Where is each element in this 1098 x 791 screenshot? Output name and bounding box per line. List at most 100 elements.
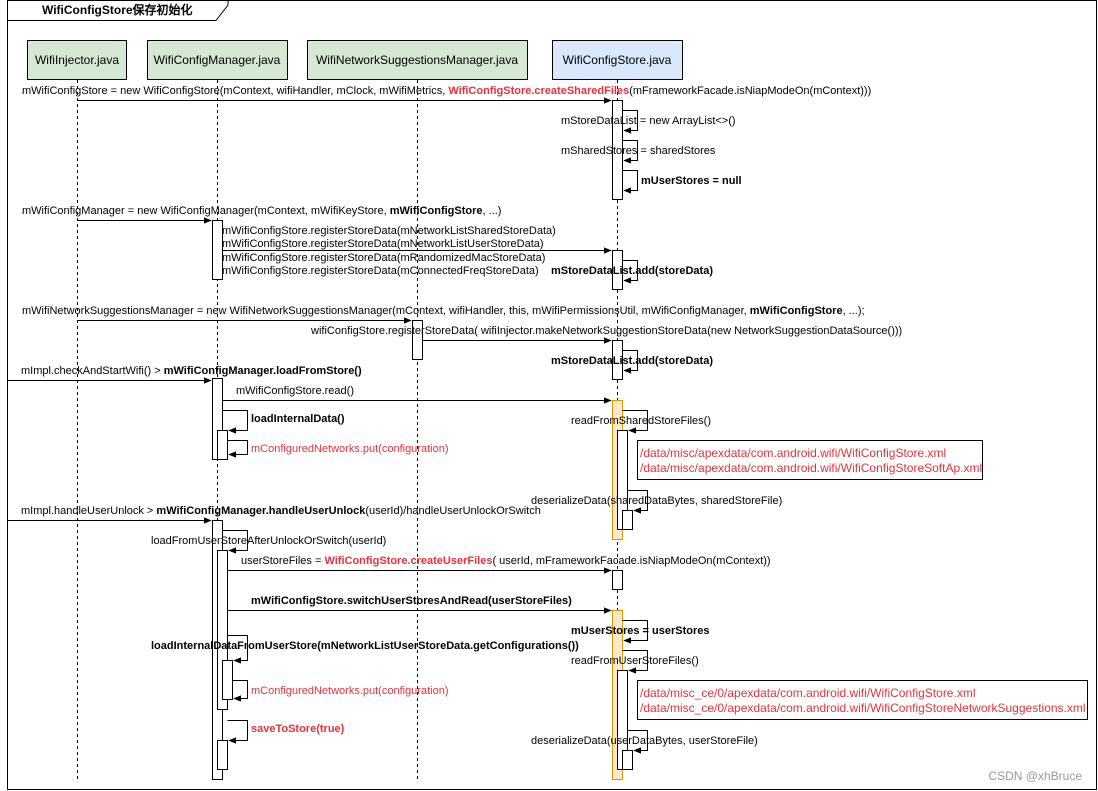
msg-part: mStoreDataList.add(storeData) [551,265,713,277]
msg-part: mUserStores = null [641,175,742,187]
msg-part: WifiConfigStore.createSharedFiles [448,85,629,97]
msg-read-shared: readFromSharedStoreFiles() [571,415,711,427]
lane-label-wifiinjector: WifiInjector.java [35,53,119,67]
lane-header-wificonfigstore [552,40,683,80]
activation-store-init [612,100,623,200]
msg-load-from-store: mImpl.checkAndStartWifi() > mWifiConfigM… [21,365,362,377]
lane-header-wificonfigmanager [147,40,288,80]
msg-store-add-1: mStoreDataList.add(storeData) [551,265,713,277]
note-shared-path-1: /data/misc/apexdata/com.android.wifi/Wif… [640,446,946,460]
arrow-m14 [622,410,648,434]
msg-user-stores-null: mUserStores = null [641,175,742,187]
arrow-m7 [622,260,638,284]
msg-part: mStoreDataList = new ArrayList<>() [561,115,736,127]
msg-part: mWifiConfigStore.registerStoreData(mConn… [222,265,539,277]
msg-part: mWifiNetworkSuggestionsManager = new Wif… [22,305,750,317]
msg-part: , ...); [843,305,865,317]
arrow-m21 [622,620,648,644]
msg-part: (mFrameworkFacade.isNiapModeOn(mContext)… [629,85,871,97]
frame-title-tab [7,0,229,21]
msg-part: mUserStores = userStores [571,625,709,637]
arrow-m24 [232,680,248,702]
arrow-m18 [222,530,248,554]
activation-store-deserialize [622,510,633,530]
msg-store-datalist: mStoreDataList = new ArrayList<>() [561,115,736,127]
msg-deserialize-shared: deserializeData(sharedDataBytes, sharedS… [531,495,782,507]
msg-register-freq: mWifiConfigStore.registerStoreData(mConn… [222,265,539,277]
msg-create-suggestions: mWifiNetworkSuggestionsManager = new Wif… [22,305,865,317]
msg-part: mWifiConfigStore.registerStoreData(mNetw… [222,238,544,250]
activation-manager-save [217,740,228,770]
msg-part: mImpl.handleUserUnlock > [21,505,156,517]
activation-store-register [612,250,623,290]
activation-manager-loaduser [217,550,228,710]
msg-part: mWifiConfigStore [750,305,843,317]
msg-part: mWifiConfigStore [390,205,483,217]
arrow-m22 [227,635,248,664]
arrow-m10 [622,350,638,374]
msg-part: , ...) [483,205,502,217]
msg-part: readFromSharedStoreFiles() [571,415,711,427]
msg-load-internal: loadInternalData() [251,413,345,425]
msg-part: mWifiConfigStore = new WifiConfigStore(m… [22,85,448,97]
activation-store-createuser [612,570,623,590]
activation-store-deserialize2 [622,750,633,770]
note-shared-path-2: /data/misc/apexdata/com.android.wifi/Wif… [640,461,982,475]
watermark: CSDN @xhBruce [988,769,1082,783]
arrow-m26 [627,730,648,754]
msg-part: mWifiConfigManager.loadFromStore() [164,365,362,377]
msg-part: WifiConfigStore.createUserFiles [324,555,492,567]
msg-store-add-2: mStoreDataList.add(storeData) [551,355,713,367]
msg-part: userStoreFiles = [241,555,324,567]
frame-title: WifiConfigStore保存初始化 [42,2,193,17]
lane-header-suggestionsmanager [307,40,528,80]
msg-part: mImpl.checkAndStartWifi() > [21,365,164,377]
msg-switch-read: mWifiConfigStore.switchUserStoresAndRead… [251,595,572,607]
diagram-frame [7,0,1097,790]
msg-part: mWifiConfigStore.registerStoreData(mNetw… [222,225,556,237]
msg-part: mWifiConfigStore.registerStoreData(mRand… [222,252,545,264]
msg-user-stores-assign: mUserStores = userStores [571,625,709,637]
msg-part: mConfiguredNetworks.put(configuration) [251,443,448,455]
lane-label-wificonfigstore: WifiConfigStore.java [563,53,672,67]
lane-label-suggestionsmanager: WifiNetworkSuggestionsManager.java [316,53,518,67]
msg-part: mWifiConfigManager = new WifiConfigManag… [22,205,390,217]
note-user-path-2: /data/misc_ce/0/apexdata/com.android.wif… [640,701,1086,715]
msg-part: mWifiConfigManager.handleUserUnlock [156,505,366,517]
msg-part: ( userId, mFrameworkFacade.isNiapModeOn(… [492,555,770,567]
msg-load-internal-user: loadInternalDataFromUserStore(mNetworkLi… [151,640,579,652]
msg-create-store: mWifiConfigStore = new WifiConfigStore(m… [22,85,871,97]
activation-manager-put [217,430,228,460]
msg-part: (userId)/handleUserUnlockOrSwitch [365,505,540,517]
arrow-m13 [222,410,248,434]
arrow-m15 [227,440,248,458]
arrow-m25 [227,720,248,744]
activation-manager-register [212,220,223,280]
msg-part: mSharedStores = sharedStores [561,145,716,157]
activation-manager-put2 [222,660,233,700]
msg-register-user: mWifiConfigStore.registerStoreData(mNetw… [222,238,544,250]
msg-load-after-unlock: loadFromUserStoreAfterUnlockOrSwitch(use… [151,535,386,547]
msg-configured-put-1: mConfiguredNetworks.put(configuration) [251,443,448,455]
msg-part: deserializeData(sharedDataBytes, sharedS… [531,495,782,507]
arrow-m2 [622,110,638,134]
msg-part: mWifiConfigStore.read() [236,385,354,397]
msg-part: mConfiguredNetworks.put(configuration) [251,685,448,697]
arrow-m16 [627,490,648,514]
msg-create-user-files: userStoreFiles = WifiConfigStore.createU… [241,555,771,567]
msg-part: wifiConfigStore.registerStoreData( wifiI… [310,325,902,337]
msg-save-to-store: saveToStore(true) [251,723,345,735]
msg-shared-stores: mSharedStores = sharedStores [561,145,716,157]
lane-header-wifiinjector [27,40,127,80]
msg-part: loadFromUserStoreAfterUnlockOrSwitch(use… [151,535,386,547]
msg-create-config-manager: mWifiConfigManager = new WifiConfigManag… [22,205,501,217]
msg-part: mStoreDataList.add(storeData) [551,355,713,367]
msg-part: saveToStore(true) [251,723,345,735]
msg-part: deserializeData(userDataBytes, userStore… [531,735,758,747]
msg-part: loadInternalData() [251,413,345,425]
note-user-path-1: /data/misc_ce/0/apexdata/com.android.wif… [640,686,975,700]
msg-read-user: readFromUserStoreFiles() [571,655,699,667]
arrow-m3 [622,140,638,164]
activation-store-register2 [612,340,623,380]
msg-part: loadInternalDataFromUserStore(mNetworkLi… [151,640,579,652]
